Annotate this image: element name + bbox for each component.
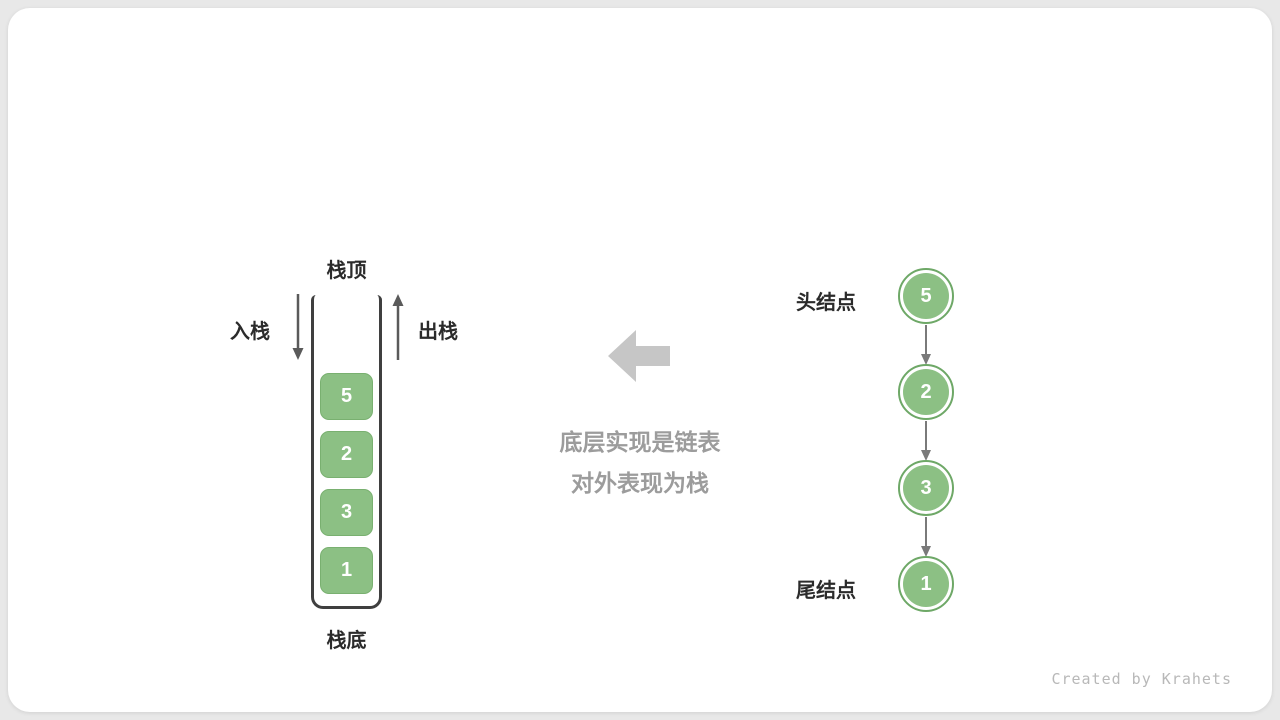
credit-watermark: Created by Krahets xyxy=(1051,670,1232,688)
stack-cell: 1 xyxy=(320,547,373,594)
stack-cell: 5 xyxy=(320,373,373,420)
center-note-line1: 底层实现是链表 xyxy=(559,429,721,455)
list-node: 1 xyxy=(898,556,954,612)
list-node-value: 2 xyxy=(903,369,949,415)
pop-label: 出栈 xyxy=(418,321,458,343)
stack-top-label: 栈顶 xyxy=(326,260,367,282)
list-node-value: 3 xyxy=(903,465,949,511)
push-label: 入栈 xyxy=(230,321,270,343)
list-connector-arrow xyxy=(921,517,931,557)
center-note: 底层实现是链表 对外表现为栈 xyxy=(490,422,790,504)
big-left-arrow xyxy=(608,330,670,382)
list-node-value: 1 xyxy=(903,561,949,607)
list-connector-arrow xyxy=(921,325,931,365)
list-node: 5 xyxy=(898,268,954,324)
pop-up-arrow xyxy=(392,294,404,360)
list-node: 2 xyxy=(898,364,954,420)
stack-items: 5 2 3 1 xyxy=(320,373,373,594)
center-note-line2: 对外表现为栈 xyxy=(571,470,709,496)
list-connector-arrow xyxy=(921,421,931,461)
head-node-label: 头结点 xyxy=(796,292,856,314)
stack-cell: 2 xyxy=(320,431,373,478)
diagram-canvas: 栈顶 入栈 出栈 5 2 3 1 栈底 底层实现是链表 对外表现为栈 头结点 尾… xyxy=(8,8,1272,712)
stack-cell: 3 xyxy=(320,489,373,536)
stack-bottom-label: 栈底 xyxy=(326,630,367,652)
list-node-value: 5 xyxy=(903,273,949,319)
list-node: 3 xyxy=(898,460,954,516)
push-down-arrow xyxy=(292,294,304,360)
tail-node-label: 尾结点 xyxy=(796,580,856,602)
